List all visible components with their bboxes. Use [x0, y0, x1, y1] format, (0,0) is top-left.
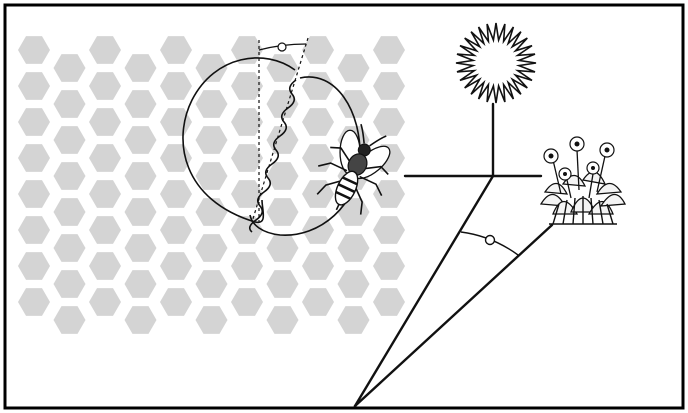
direction-lines — [353, 102, 554, 408]
honeycomb-cell — [195, 126, 228, 154]
honeycomb-cell — [124, 90, 157, 118]
honeycomb-cell — [18, 288, 50, 316]
honeycomb-cell — [195, 270, 228, 298]
honeycomb-cell — [337, 234, 370, 262]
honeycomb-cell — [302, 72, 334, 100]
honeycomb-cell — [337, 270, 370, 298]
honeycomb-cell — [302, 288, 334, 316]
honeycomb-cell — [231, 216, 263, 244]
honeycomb-cell — [53, 54, 86, 82]
honeycomb-cell — [195, 54, 228, 82]
honeycomb-cell — [160, 180, 192, 208]
honeycomb-cell — [160, 252, 192, 280]
honeycomb-cell — [53, 306, 86, 334]
honeycomb-cell — [18, 108, 50, 136]
honeycomb-cell — [89, 252, 121, 280]
honeycomb-cell — [18, 36, 50, 64]
comb-angle-marker — [277, 42, 287, 52]
honeycomb-cell — [160, 72, 192, 100]
honeycomb-cell — [124, 162, 157, 190]
honeycomb-cell — [124, 54, 157, 82]
honeycomb-cell — [18, 216, 50, 244]
ground-angle-marker — [484, 234, 496, 246]
honeycomb-cell — [302, 108, 334, 136]
flower-bush-icon — [539, 136, 627, 225]
honeycomb-cell — [266, 270, 299, 298]
honeycomb-cell — [89, 180, 121, 208]
honeycomb-cell — [53, 198, 86, 226]
honeycomb-cell — [373, 72, 405, 100]
bee-icon — [316, 123, 391, 215]
waggle-run — [248, 79, 297, 233]
honeycomb-cell — [231, 180, 263, 208]
honeycomb-cell — [124, 126, 157, 154]
honeycomb-cell — [337, 306, 370, 334]
honeycomb-cell — [266, 306, 299, 334]
honeycomb-cell — [89, 108, 121, 136]
honeycomb-cell — [124, 306, 157, 334]
honeycomb-cell — [18, 252, 50, 280]
honeycomb-cell — [53, 126, 86, 154]
honeycomb — [18, 36, 405, 334]
honeycomb-cell — [53, 270, 86, 298]
honeycomb-cell — [53, 90, 86, 118]
honeycomb-cell — [160, 288, 192, 316]
honeycomb-cell — [53, 234, 86, 262]
hive-to-food-line — [353, 223, 554, 408]
honeycomb-cell — [266, 198, 299, 226]
honeycomb-cell — [373, 252, 405, 280]
sun-icon — [455, 22, 537, 104]
honeycomb-cell — [53, 162, 86, 190]
honeycomb-cell — [231, 252, 263, 280]
honeycomb-cell — [231, 144, 263, 172]
honeycomb-cell — [195, 234, 228, 262]
honeycomb-cell — [373, 108, 405, 136]
sun-core — [476, 43, 516, 83]
honeycomb-cell — [373, 288, 405, 316]
honeycomb-cell — [89, 216, 121, 244]
dance-loop-left — [182, 57, 296, 224]
honeycomb-cell — [231, 36, 263, 64]
honeycomb-cell — [160, 216, 192, 244]
honeycomb-cell — [266, 162, 299, 190]
honeycomb-cell — [302, 252, 334, 280]
honeycomb-cell — [124, 270, 157, 298]
honeycomb-cell — [231, 108, 263, 136]
honeycomb-cell — [337, 90, 370, 118]
honeycomb-cell — [337, 54, 370, 82]
honeycomb-cell — [18, 144, 50, 172]
honeycomb-cell — [124, 234, 157, 262]
honeycomb-cell — [195, 90, 228, 118]
dance-angle-line — [251, 37, 309, 223]
honeycomb-cell — [89, 72, 121, 100]
honeycomb-cell — [89, 144, 121, 172]
honeycomb-cell — [160, 36, 192, 64]
honeycomb-cell — [266, 234, 299, 262]
honeycomb-cell — [373, 216, 405, 244]
hive-to-sun-line — [353, 174, 495, 408]
honeycomb-cell — [266, 54, 299, 82]
honeycomb-cell — [302, 36, 334, 64]
honeycomb-cell — [231, 72, 263, 100]
honeycomb-cell — [373, 36, 405, 64]
honeycomb-cell — [89, 288, 121, 316]
honeycomb-cell — [231, 288, 263, 316]
honeycomb-cell — [18, 72, 50, 100]
honeycomb-cell — [373, 180, 405, 208]
honeycomb-cell — [195, 162, 228, 190]
honeycomb-cell — [195, 306, 228, 334]
honeycomb-cell — [18, 180, 50, 208]
honeycomb-cell — [89, 36, 121, 64]
honeycomb-cell — [124, 198, 157, 226]
